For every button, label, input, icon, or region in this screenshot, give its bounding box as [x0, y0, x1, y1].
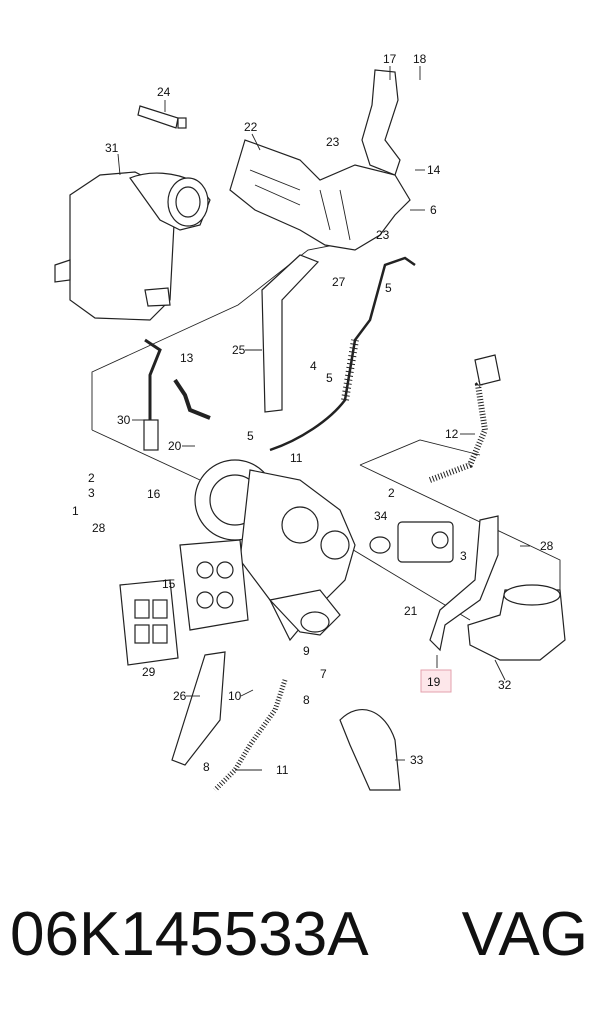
footer: 06K145533A VAG	[0, 890, 600, 980]
bracket-part-26	[171, 651, 226, 766]
callout-7: 7	[320, 667, 327, 681]
callout-28b: 28	[540, 539, 554, 553]
callout-9: 9	[303, 644, 310, 658]
oil-line-part-7	[213, 679, 288, 792]
sealant-tube-part-24	[137, 105, 187, 129]
callout-34: 34	[374, 509, 388, 523]
bracket-part-19	[429, 515, 499, 652]
callout-2b: 2	[388, 486, 395, 500]
callout-21: 21	[404, 604, 418, 618]
callout-32: 32	[498, 678, 512, 692]
callout-8b: 8	[203, 760, 210, 774]
callout-23b: 23	[376, 228, 390, 242]
bracket-part-17	[361, 69, 401, 176]
o-ring-part-34	[369, 536, 391, 554]
callout-30: 30	[117, 413, 131, 427]
callout-5a: 5	[326, 371, 333, 385]
part-number: 06K145533A	[10, 900, 369, 969]
turbocharger-exploded-diagram: 1 2 3 28 2 3 4 5 5 5 6 7 8 8 9 10 11 11 …	[54, 52, 566, 792]
heat-shield-part-22	[229, 139, 411, 251]
callout-19: 19	[427, 675, 441, 689]
leader-lines	[117, 66, 530, 771]
pipe-part-13	[173, 378, 211, 420]
callout-12: 12	[445, 427, 459, 441]
oil-line-part-4	[269, 256, 416, 452]
callout-28: 28	[92, 521, 106, 535]
callout-11: 11	[290, 451, 303, 465]
callout-18: 18	[413, 52, 427, 66]
callout-8: 8	[303, 693, 310, 707]
callout-33: 33	[410, 753, 424, 767]
callout-labels: 1 2 3 28 2 3 4 5 5 5 6 7 8 8 9 10 11 11 …	[72, 52, 554, 777]
callout-22: 22	[244, 120, 258, 134]
catalytic-converter-part-31	[54, 171, 211, 321]
intake-elbow-part-32	[467, 584, 566, 661]
highlight-box-part-19	[420, 669, 452, 693]
brand-label: VAG	[461, 900, 588, 969]
callout-15: 15	[162, 577, 176, 591]
gasket-part-25	[261, 254, 320, 413]
callout-20: 20	[168, 439, 182, 453]
turbocharger-body	[194, 459, 356, 642]
callout-2: 2	[88, 471, 95, 485]
actuator-part-3	[397, 521, 454, 563]
oil-line-part-12	[428, 354, 501, 483]
callout-25: 25	[232, 343, 246, 357]
hose-part-33	[339, 709, 401, 791]
callout-23: 23	[326, 135, 340, 149]
callout-14: 14	[427, 163, 441, 177]
callout-5b: 5	[385, 281, 392, 295]
callout-10: 10	[228, 689, 242, 703]
callout-24: 24	[157, 85, 171, 99]
callout-17: 17	[383, 52, 397, 66]
oxygen-sensor-part-30	[143, 338, 162, 451]
callout-4: 4	[310, 359, 317, 373]
callout-1: 1	[72, 504, 79, 518]
gasket-part-29	[119, 579, 179, 666]
callout-3: 3	[88, 486, 95, 500]
exhaust-flange-part-15	[179, 539, 249, 631]
callout-5c: 5	[247, 429, 254, 443]
callout-6: 6	[430, 203, 437, 217]
callout-11b: 11	[276, 763, 289, 777]
callout-3b: 3	[460, 549, 467, 563]
callout-31: 31	[105, 141, 119, 155]
callout-27: 27	[332, 275, 346, 289]
callout-29: 29	[142, 665, 156, 679]
callout-16: 16	[147, 487, 161, 501]
callout-26: 26	[173, 689, 187, 703]
callout-13: 13	[180, 351, 194, 365]
